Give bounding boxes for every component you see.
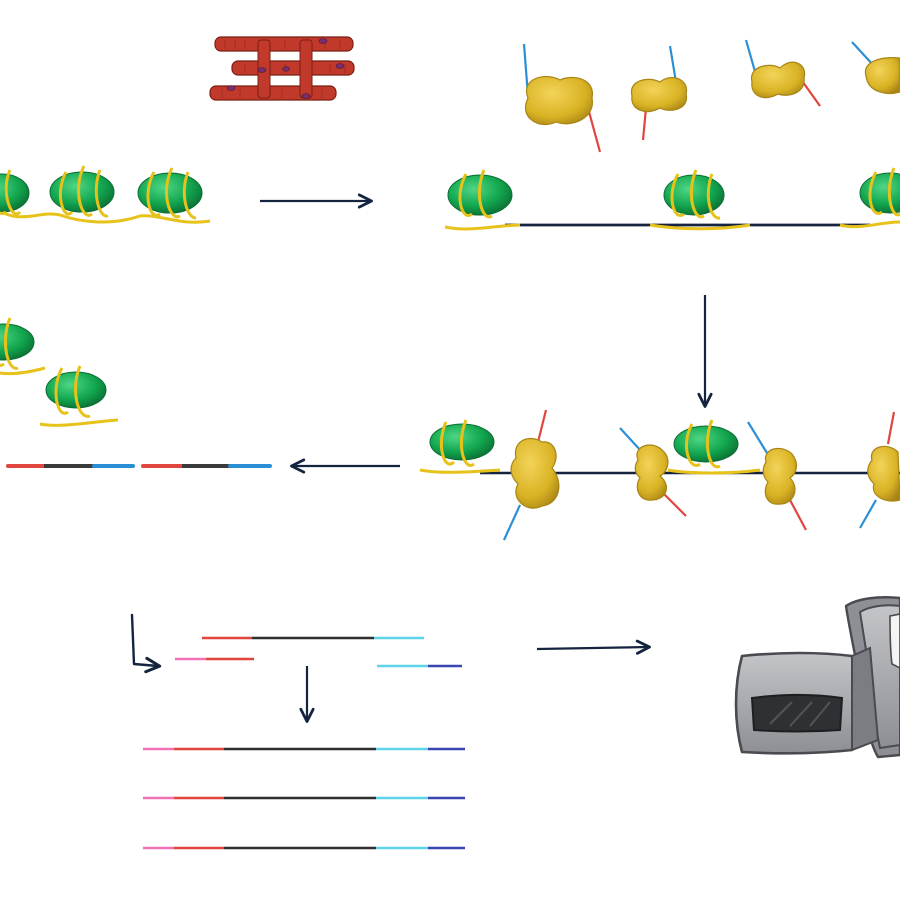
nucleosome-icon [859,167,900,217]
tn5-transposase-icon [744,39,821,107]
chromatin-transposase-bound [419,409,900,541]
muscle-tissue-icon [209,36,355,101]
tn5-transposase-icon [502,409,560,541]
nucleosome-icon [45,365,107,418]
sequencer-icon [734,596,900,759]
tn5-transposase-icon [630,45,688,141]
chromatin-compact [0,165,211,224]
nucleosome-icon [49,165,115,218]
amplified-library [143,747,465,850]
tn5-transposase-icon [619,427,687,517]
nucleosome-icon [0,317,35,370]
free-transposases [522,39,900,153]
tn5-transposase-icon [747,421,807,531]
nucleosome-icon [0,169,30,216]
tn5-transposase-icon [522,43,602,153]
nucleosome-icon [137,167,203,220]
nucleosome-icon [673,419,739,469]
tn5-transposase-icon [851,41,900,95]
chromatin-open [444,167,900,231]
nucleosome-icon [663,169,725,220]
step-arrow-icon [130,613,162,674]
released-nucleosomes [0,317,119,427]
nucleosome-icon [429,419,495,467]
step-arrow-icon [536,639,651,655]
tn5-transposase-icon [859,411,900,529]
nucleosome-icon [447,169,513,219]
